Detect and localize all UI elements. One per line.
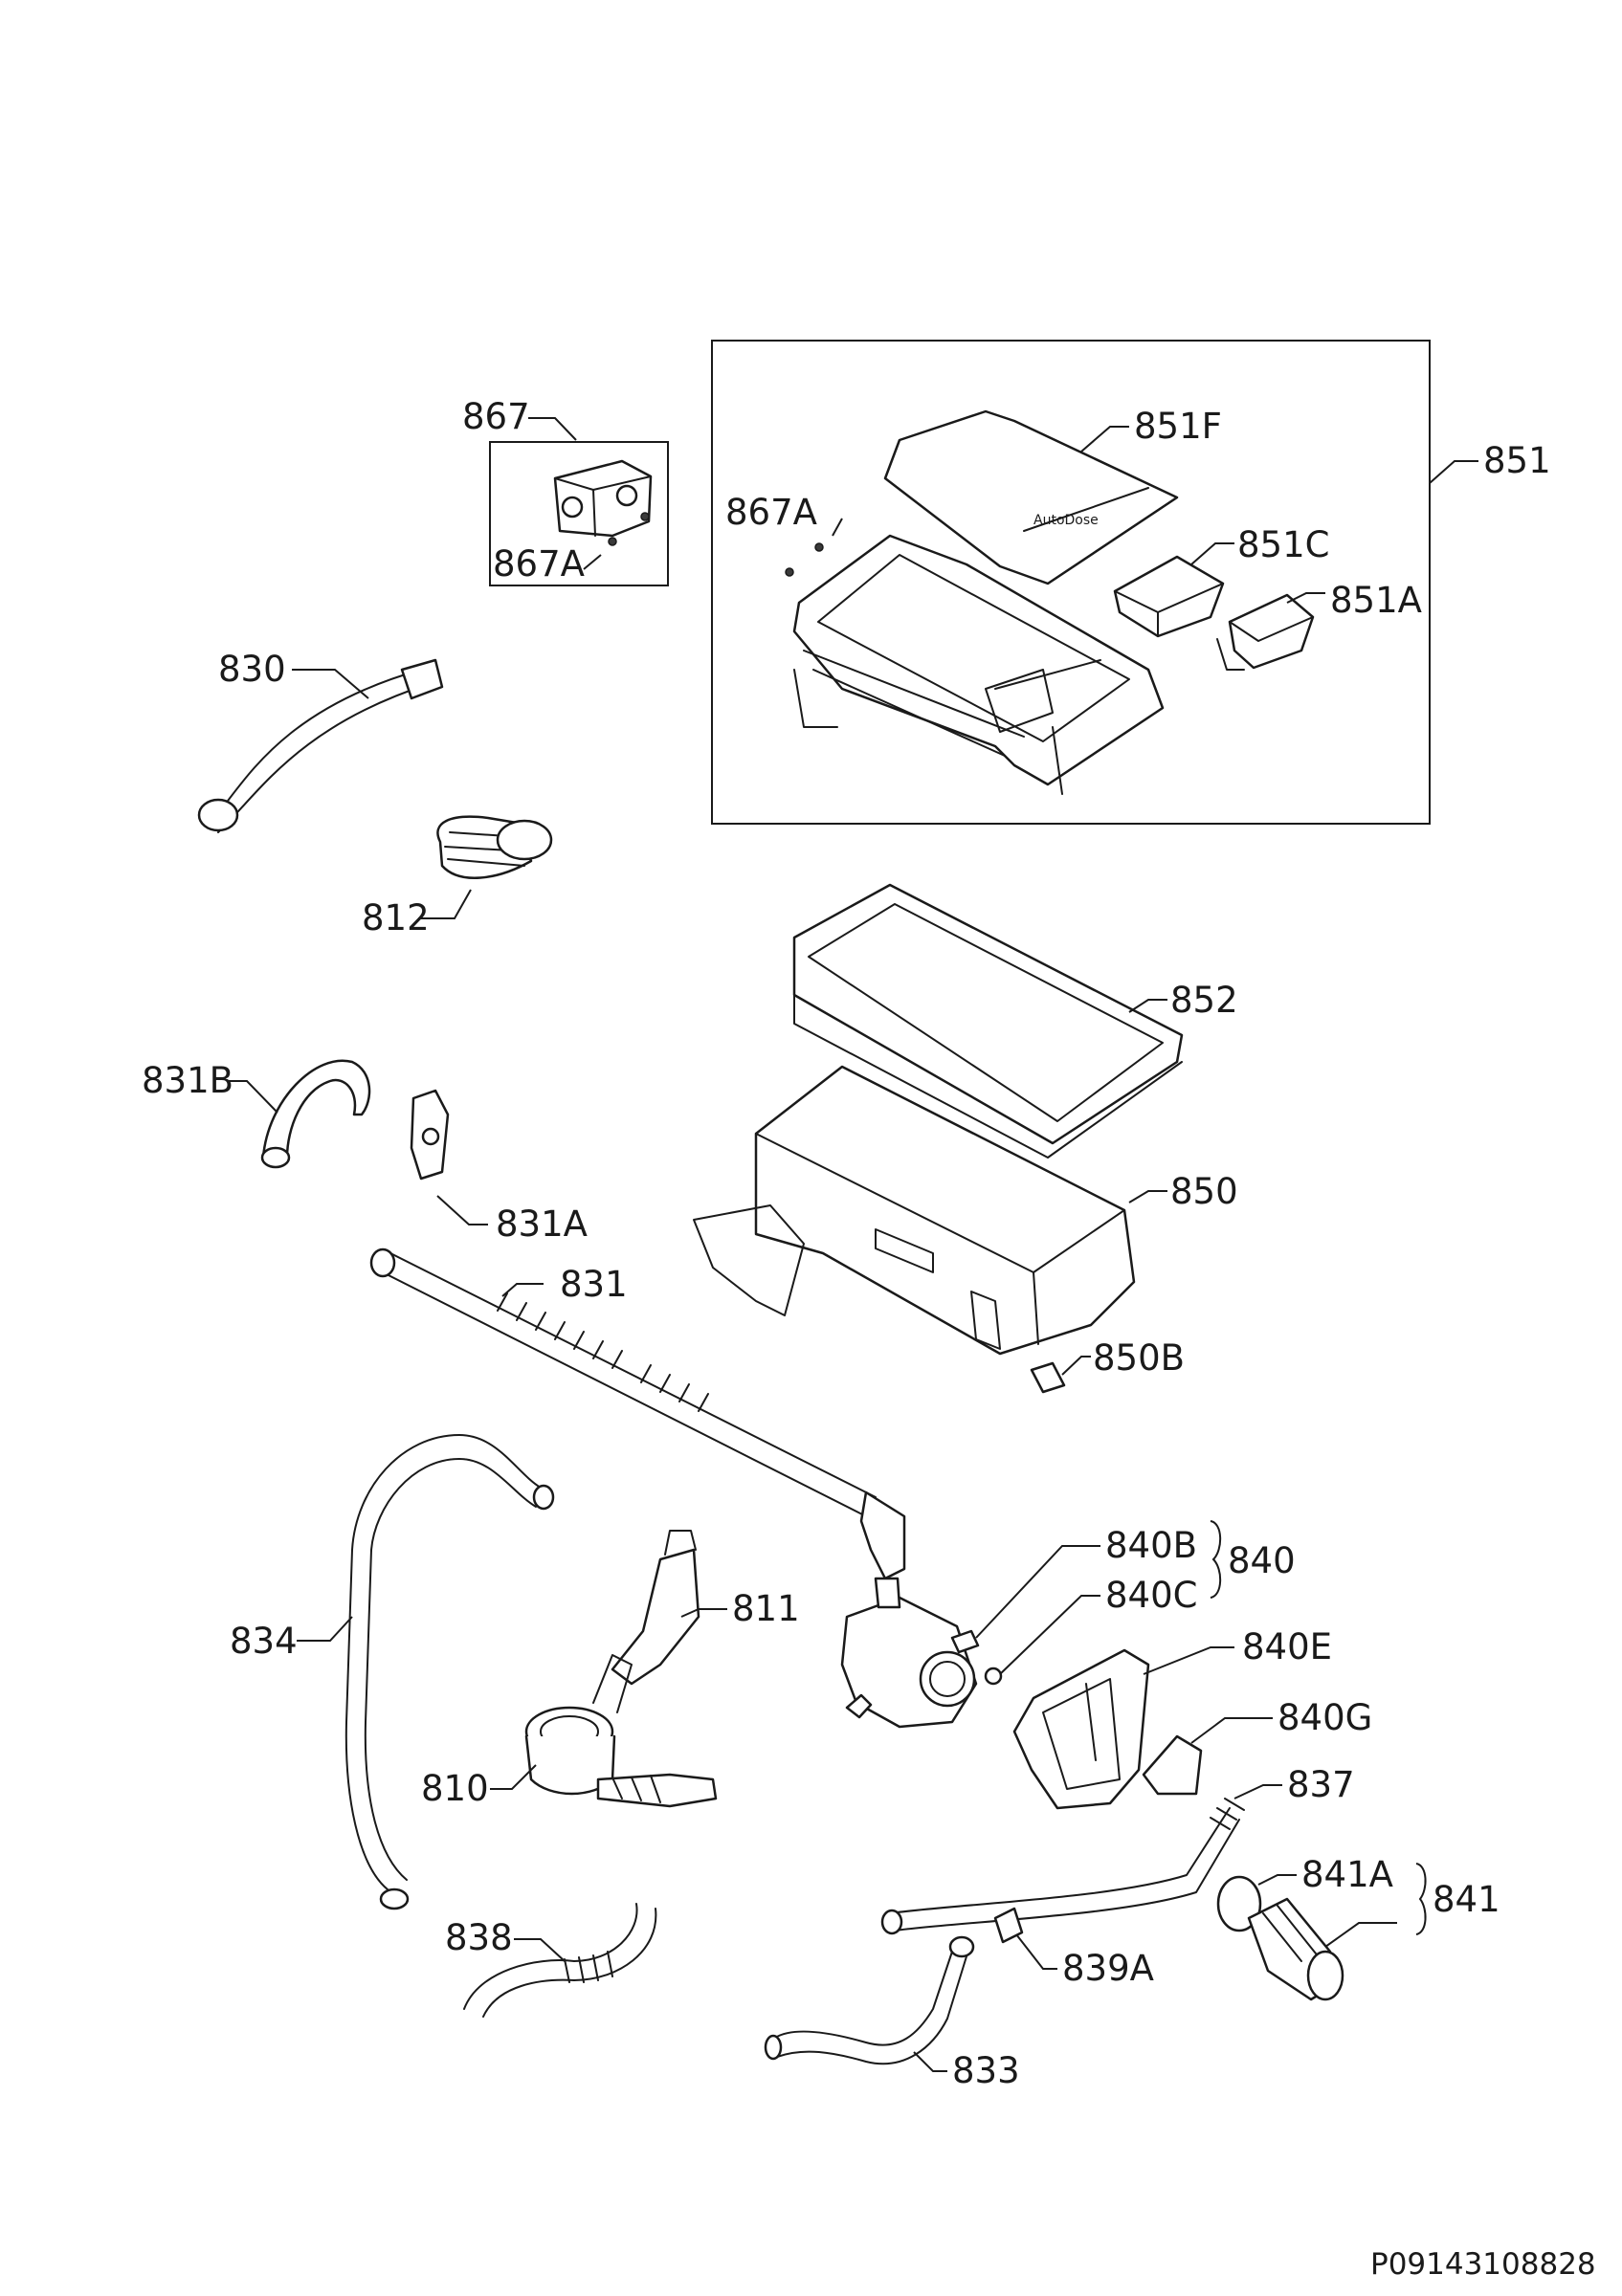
part-841-filter (1247, 1897, 1344, 2001)
part-831B-hose-guide (260, 1059, 371, 1169)
part-851C-cup (1113, 555, 1225, 638)
label-851C: 851C (1237, 524, 1329, 565)
label-840E: 840E (1242, 1626, 1332, 1667)
part-812-bellow (436, 815, 553, 879)
part-867-actuator (489, 441, 669, 586)
part-840E-filter-housing (1012, 1648, 1150, 1810)
part-834-hose (344, 1434, 555, 1910)
label-838: 838 (445, 1917, 513, 1958)
part-839A-connector (993, 1907, 1024, 1944)
part-840B-clip (950, 1629, 980, 1654)
label-811: 811 (732, 1588, 800, 1629)
label-831: 831 (560, 1264, 628, 1305)
label-831B: 831B (142, 1060, 233, 1101)
label-834: 834 (230, 1621, 298, 1662)
label-839A: 839A (1062, 1948, 1154, 1989)
label-830: 830 (218, 649, 286, 690)
label-840: 840 (1228, 1540, 1296, 1581)
part-851-drawer-housing (785, 534, 1165, 795)
part-840C-seal (984, 1667, 1003, 1686)
label-867: 867 (462, 396, 530, 437)
label-812: 812 (362, 897, 430, 938)
part-850-housing (693, 1065, 1136, 1356)
label-810: 810 (421, 1768, 489, 1809)
part-850B-clip (1030, 1361, 1066, 1394)
part-810-sump (524, 1654, 718, 1808)
part-830-inlet-hose (197, 658, 444, 833)
label-837: 837 (1287, 1764, 1355, 1805)
label-840C: 840C (1105, 1575, 1197, 1616)
part-838-hose (463, 1903, 657, 2018)
label-831A: 831A (496, 1203, 588, 1245)
label-841: 841 (1433, 1879, 1500, 1920)
label-850: 850 (1170, 1171, 1238, 1212)
part-811-pressure-tube (611, 1530, 700, 1686)
frame-867 (489, 441, 669, 586)
part-840G-flap (1142, 1734, 1203, 1796)
part-833-hose (764, 1935, 975, 2065)
label-841A: 841A (1301, 1854, 1393, 1895)
part-837-hose (880, 1798, 1245, 1935)
part-852-cover (792, 883, 1184, 1159)
label-851A: 851A (1330, 580, 1422, 621)
label-852: 852 (1170, 980, 1238, 1021)
label-833: 833 (952, 2050, 1020, 2091)
label-850B: 850B (1093, 1337, 1185, 1379)
part-831A-clip (410, 1089, 450, 1181)
part-851F-lid: AutoDose (883, 409, 1179, 585)
label-867A-housing: 867A (725, 492, 817, 533)
frame-851 (711, 340, 1431, 825)
dispenser-panel-text: AutoDose (1033, 513, 1099, 528)
part-840-drain-pump (840, 1577, 978, 1729)
label-840B: 840B (1105, 1525, 1197, 1566)
part-851A-cup (1216, 593, 1315, 671)
label-851F: 851F (1134, 406, 1222, 447)
part-831-drain-hose (369, 1247, 906, 1580)
label-867A-actuator: 867A (493, 543, 585, 585)
drawing-code: P09143108828 (1370, 2247, 1596, 2282)
label-851: 851 (1483, 440, 1551, 481)
label-840G: 840G (1278, 1697, 1372, 1738)
